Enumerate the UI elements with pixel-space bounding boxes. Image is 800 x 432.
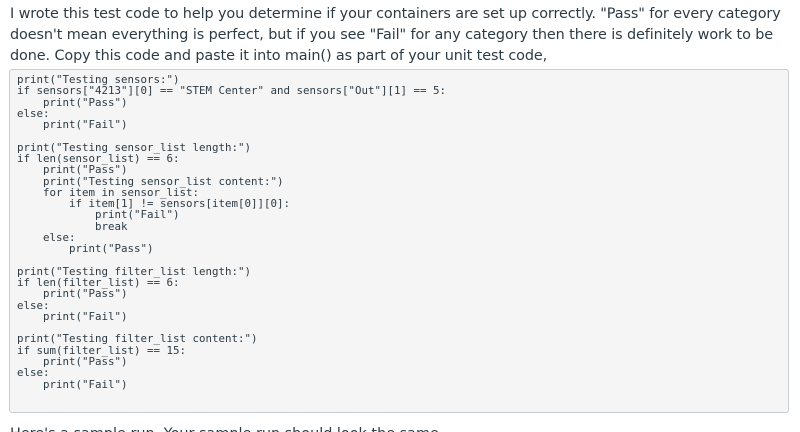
outro-paragraph: Here's a sample run. Your sample run sho… bbox=[10, 424, 439, 432]
code-text[interactable]: print("Testing sensors:") if sensors["42… bbox=[17, 73, 447, 391]
intro-paragraph: I wrote this test code to help you deter… bbox=[10, 6, 781, 64]
code-block[interactable]: print("Testing sensors:") if sensors["42… bbox=[9, 69, 789, 413]
